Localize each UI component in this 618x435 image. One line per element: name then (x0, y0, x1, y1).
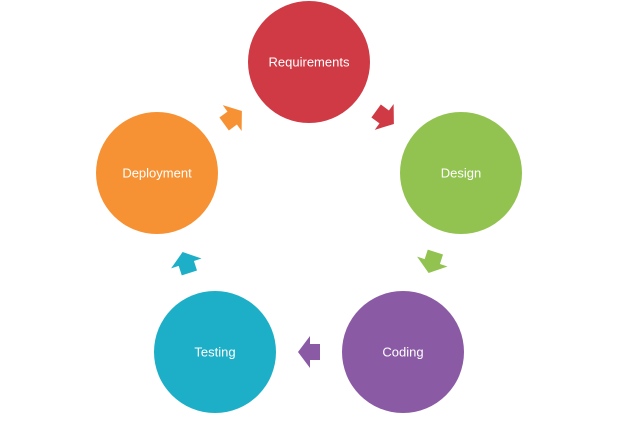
node-design-label: Design (441, 166, 481, 181)
node-coding-circle (342, 291, 464, 413)
node-design: Design (400, 112, 522, 234)
node-coding: Coding (342, 291, 464, 413)
node-coding-label: Coding (382, 345, 423, 360)
arrow-coding-to-testing (298, 336, 320, 368)
node-testing-label: Testing (194, 345, 235, 360)
arrow-deployment-to-requirements (219, 105, 242, 132)
arrow-testing-to-deployment (171, 252, 202, 276)
arrow-design-to-coding (417, 249, 448, 273)
node-requirements: Requirements (248, 1, 370, 123)
node-deployment-label: Deployment (122, 166, 192, 181)
node-requirements-circle (248, 1, 370, 123)
node-testing: Testing (154, 291, 276, 413)
node-requirements-label: Requirements (269, 55, 350, 70)
node-deployment-circle (96, 112, 218, 234)
arrow-requirements-to-design (371, 103, 394, 130)
node-design-circle (400, 112, 522, 234)
node-testing-circle (154, 291, 276, 413)
node-deployment: Deployment (96, 112, 218, 234)
